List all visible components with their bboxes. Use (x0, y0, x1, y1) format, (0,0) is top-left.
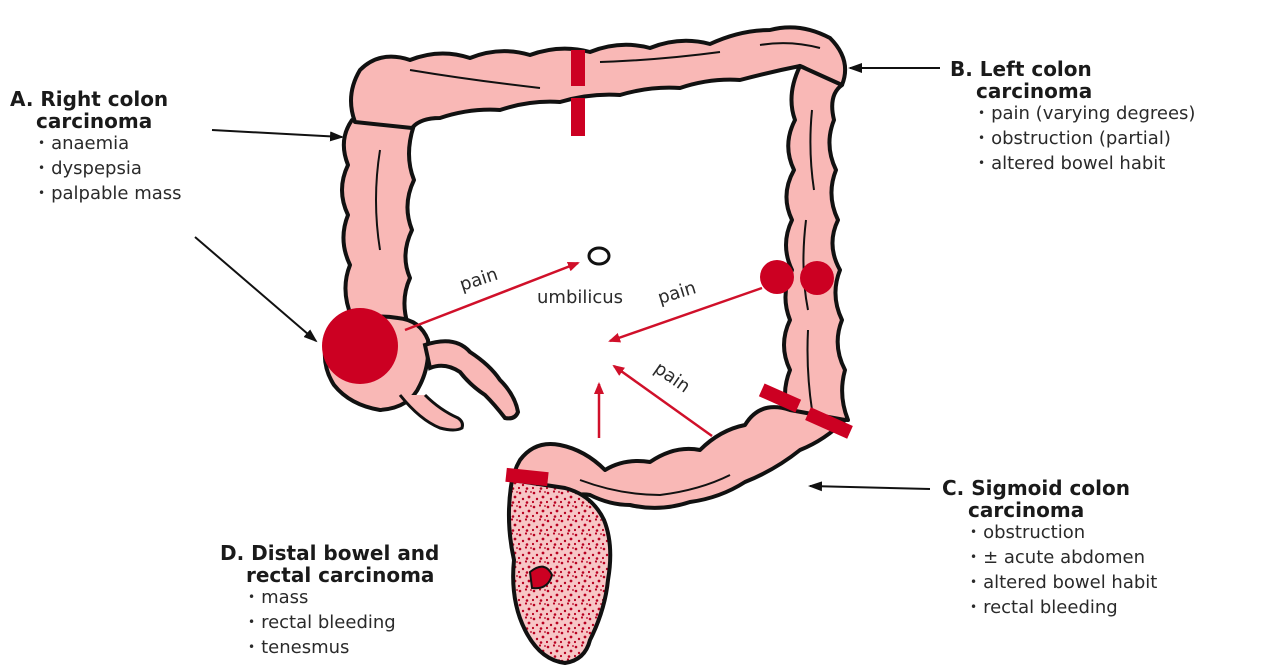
label-c-title-1: C. Sigmoid colon (942, 477, 1157, 499)
label-a-item: anaemia (10, 132, 182, 157)
label-c-title-2: carcinoma (942, 499, 1157, 521)
label-d-item: rectal bleeding (220, 611, 439, 636)
pointer-arrow-a2 (195, 237, 316, 341)
label-b-item: obstruction (partial) (950, 127, 1195, 152)
label-c-item: ± acute abdomen (942, 546, 1157, 571)
descending-colon (784, 66, 848, 420)
right-colon-tumour (322, 308, 398, 384)
pain-label-left: pain (655, 277, 698, 308)
label-sigmoid-colon: C. Sigmoid colon carcinoma obstruction ±… (942, 477, 1157, 621)
label-a-item: palpable mass (10, 182, 182, 207)
pain-label-sigmoid: pain (650, 358, 694, 398)
label-distal-bowel: D. Distal bowel and rectal carcinoma mas… (220, 542, 439, 661)
label-right-colon: A. Right colon carcinoma anaemia dyspeps… (10, 88, 182, 207)
label-a-item: dyspepsia (10, 157, 182, 182)
label-c-item: rectal bleeding (942, 596, 1157, 621)
label-b-item: pain (varying degrees) (950, 102, 1195, 127)
pointer-arrow-a (212, 130, 342, 137)
label-c-item: altered bowel habit (942, 571, 1157, 596)
label-b-item: altered bowel habit (950, 152, 1195, 177)
label-left-colon: B. Left colon carcinoma pain (varying de… (950, 58, 1195, 177)
label-a-title-2: carcinoma (10, 110, 182, 132)
left-colon-tumour-1 (760, 260, 794, 294)
label-c-item: obstruction (942, 521, 1157, 546)
appendix (400, 395, 463, 430)
umbilicus-icon (589, 248, 609, 264)
umbilicus-label: umbilicus (537, 287, 623, 308)
rectum (509, 480, 610, 663)
label-d-item: tenesmus (220, 636, 439, 661)
left-colon-tumour-2 (800, 261, 834, 295)
transverse-colon (351, 27, 845, 128)
pain-label-right: pain (457, 264, 500, 296)
label-d-item: mass (220, 586, 439, 611)
label-b-title-2: carcinoma (950, 80, 1195, 102)
pointer-arrow-c (810, 486, 930, 489)
label-b-title-1: B. Left colon (950, 58, 1195, 80)
label-a-title-1: A. Right colon (10, 88, 182, 110)
label-d-title-1: D. Distal bowel and (220, 542, 439, 564)
label-d-title-2: rectal carcinoma (220, 564, 439, 586)
